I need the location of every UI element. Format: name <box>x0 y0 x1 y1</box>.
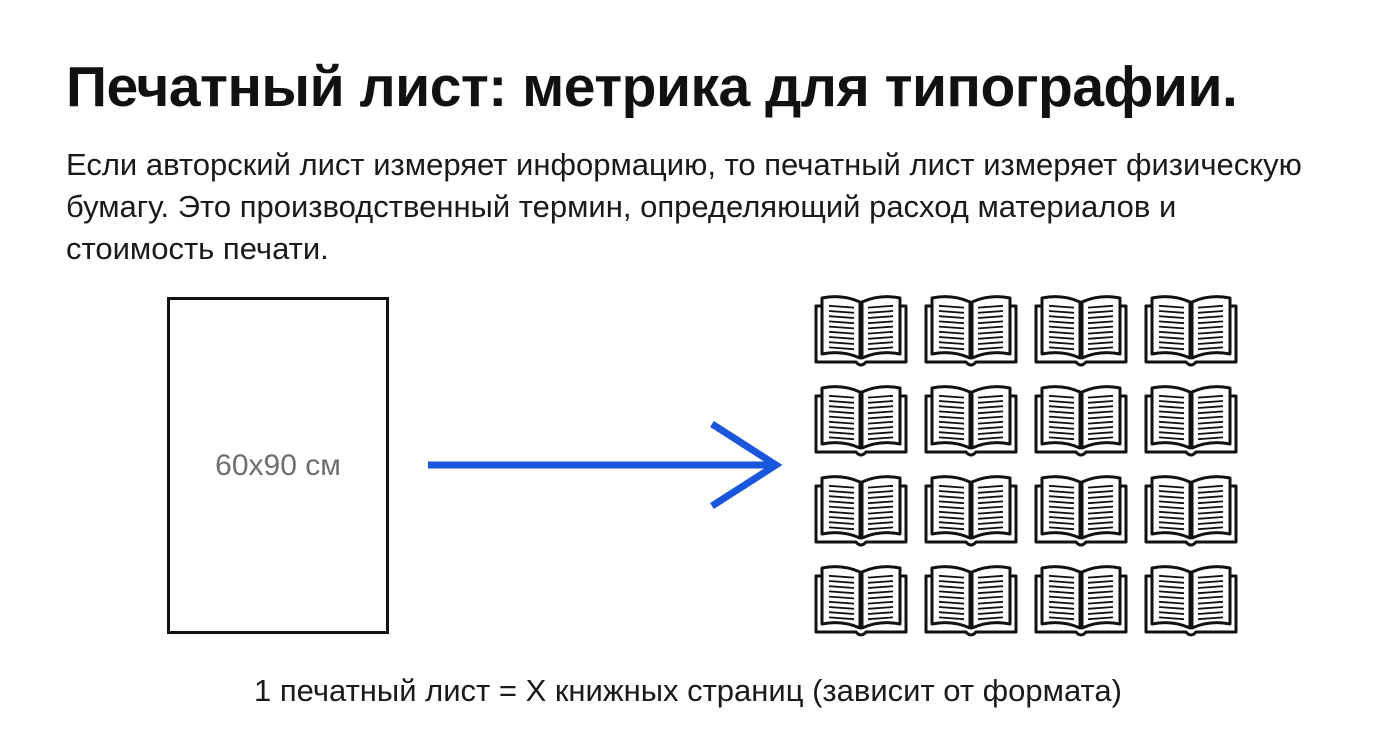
open-book-icon <box>1034 385 1128 457</box>
arrow-right-icon <box>428 421 783 509</box>
book-grid <box>812 290 1252 640</box>
open-book-icon <box>1144 565 1238 637</box>
open-book-icon <box>924 565 1018 637</box>
open-book-icon <box>924 295 1018 367</box>
sheet-size-label: 60x90 см <box>215 448 341 482</box>
open-book-icon <box>1034 475 1128 547</box>
open-book-icon <box>1144 385 1238 457</box>
intro-text: Если авторский лист измеряет информацию,… <box>66 147 1302 266</box>
open-book-icon <box>924 475 1018 547</box>
printed-sheet: 60x90 см <box>167 297 389 634</box>
caption: 1 печатный лист = X книжных страниц (зав… <box>254 673 1122 708</box>
open-book-icon <box>1034 565 1128 637</box>
open-book-icon <box>814 385 908 457</box>
open-book-icon <box>1144 295 1238 367</box>
page-title: Печатный лист: метрика для типографии. <box>66 55 1238 119</box>
open-book-icon <box>1034 295 1128 367</box>
open-book-icon <box>924 385 1018 457</box>
open-book-icon <box>814 475 908 547</box>
open-book-icon <box>814 295 908 367</box>
open-book-icon <box>814 565 908 637</box>
open-book-icon <box>1144 475 1238 547</box>
